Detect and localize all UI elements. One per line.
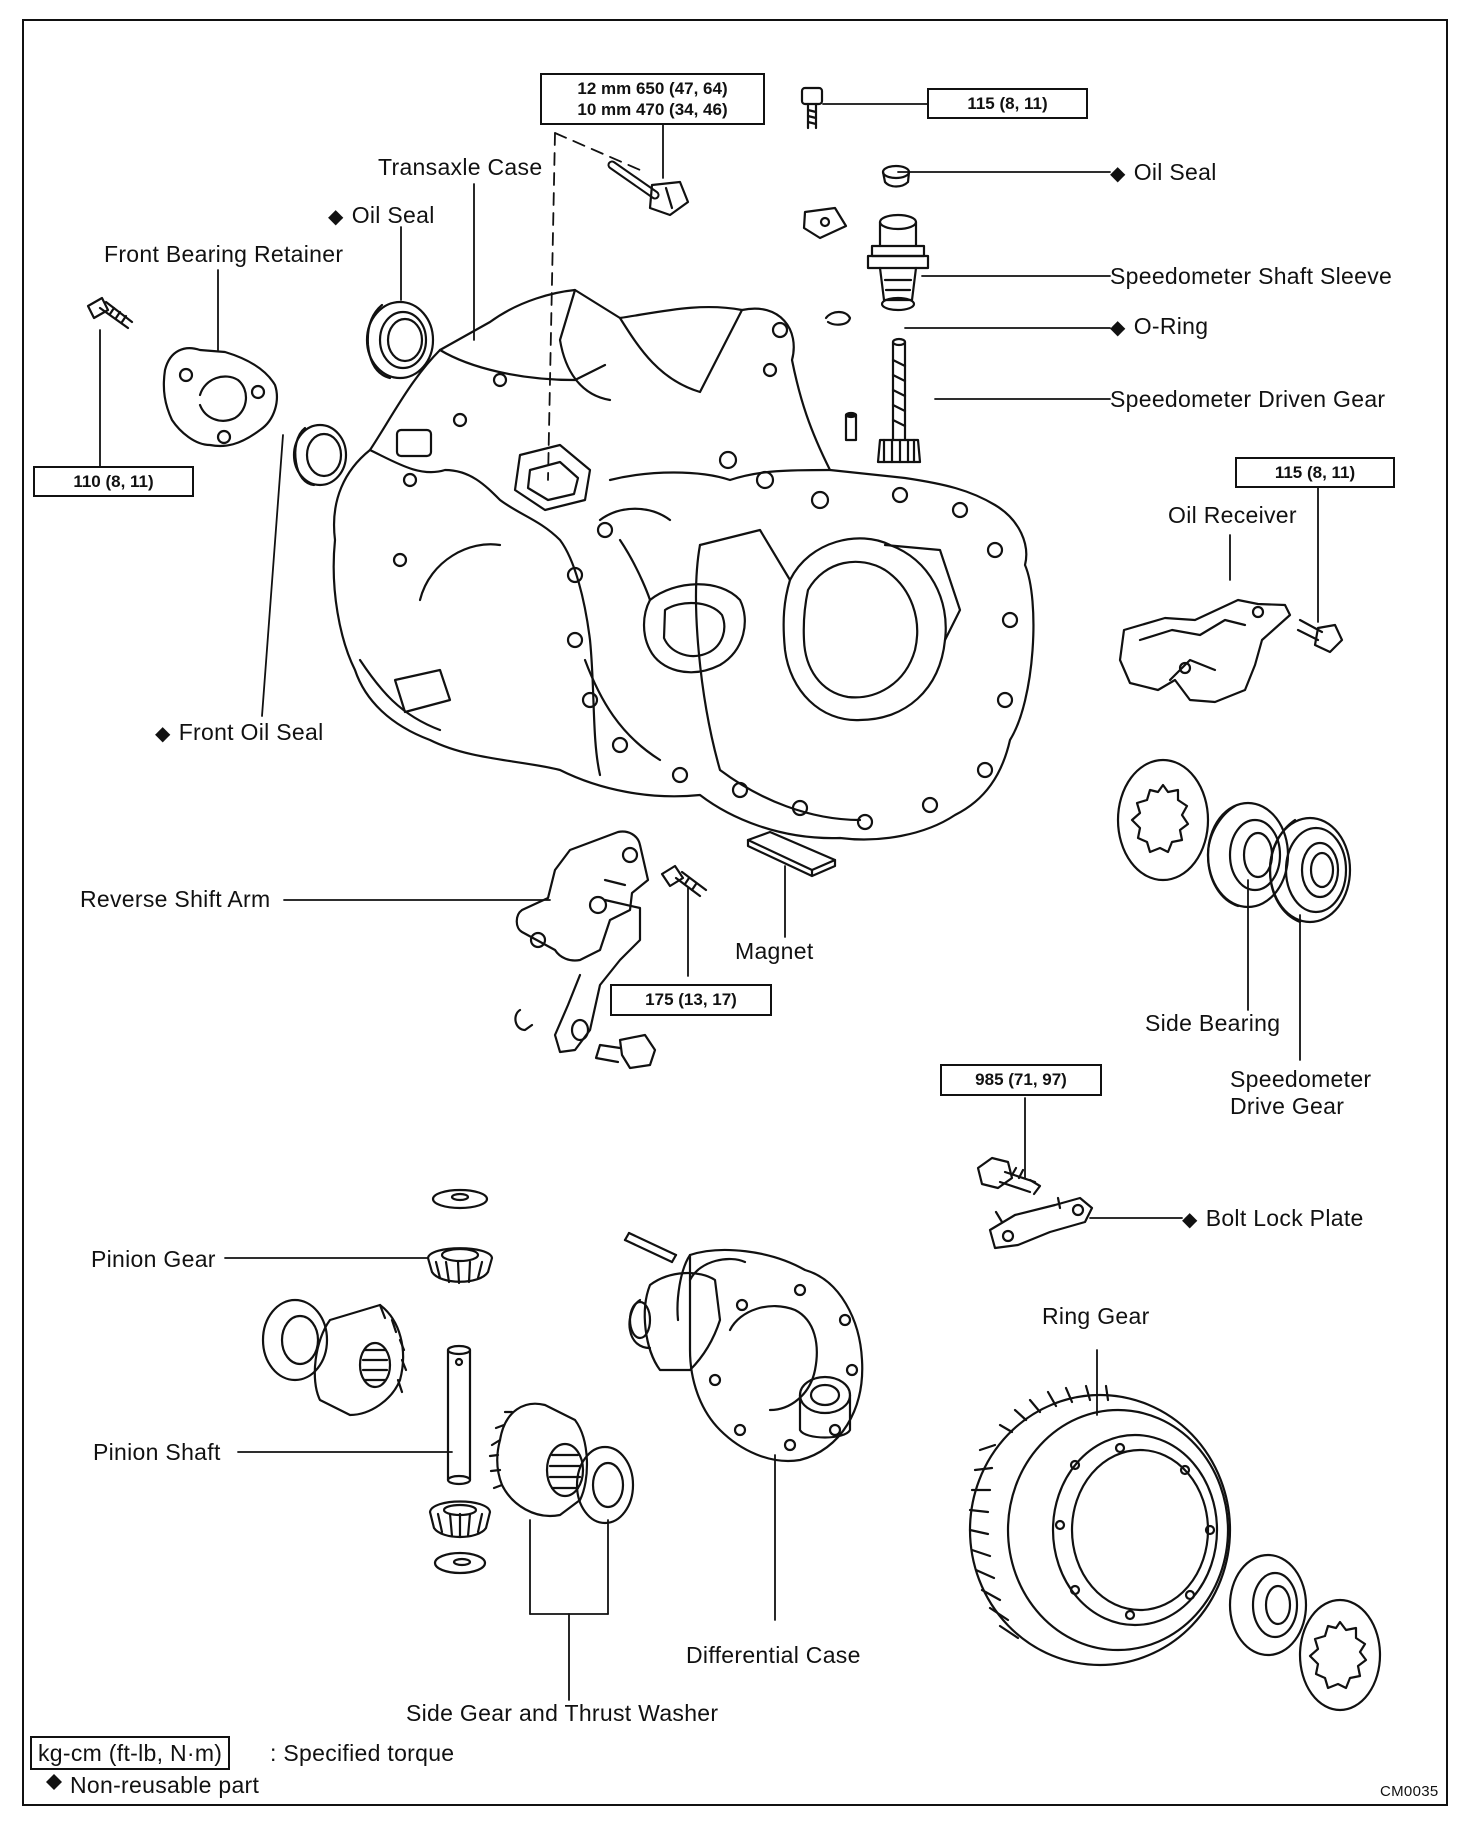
label-front-oil-seal-text: Front Oil Seal (178, 719, 324, 745)
speedo-shaft-sleeve (866, 213, 930, 312)
differential-pin (623, 1231, 678, 1264)
pinion-shaft (446, 1344, 472, 1486)
label-speedometer-drive-gear: Speedometer Drive Gear (1230, 1066, 1371, 1120)
pinion-washer-top (431, 1188, 489, 1210)
torque-case-10mm: 10 mm 470 (34, 46) (577, 100, 728, 119)
pinion-gear-bottom (428, 1500, 492, 1539)
label-reverse-shift-arm: Reverse Shift Arm (80, 886, 271, 912)
bolt-lock-plate (988, 1196, 1094, 1250)
legend-nonreusable-desc: Non-reusable part (70, 1772, 260, 1798)
side-gear-left (313, 1303, 408, 1417)
figure-frame (22, 19, 1448, 1806)
reverse-shift-arm (515, 830, 650, 1054)
speedo-oil-seal (881, 164, 911, 188)
ring-gear (968, 1384, 1232, 1667)
shift-arm-bolt (660, 864, 708, 898)
label-bolt-lock-plate-text: Bolt Lock Plate (1205, 1205, 1364, 1231)
label-oil-seal-left-text: Oil Seal (351, 202, 435, 228)
torque-top-bolt-value: 115 (8, 11) (967, 94, 1048, 113)
e-clip (514, 1008, 534, 1032)
torque-box-oil-receiver-bolt: 115 (8, 11) (1235, 457, 1395, 488)
label-speedometer-driven-gear: Speedometer Driven Gear (1110, 386, 1386, 412)
figure-code: CM0035 (1380, 1783, 1439, 1800)
label-speedometer-drive-gear-line1: Speedometer (1230, 1066, 1372, 1092)
label-pinion-shaft: Pinion Shaft (93, 1439, 221, 1465)
oil-receiver (1118, 598, 1292, 704)
dowel-pin (844, 411, 858, 442)
ring-gear-side-bearing (1228, 1553, 1308, 1657)
nonreusable-diamond-icon: ◆ (328, 206, 344, 228)
torque-retainer-bolt-value: 110 (8, 11) (73, 472, 154, 491)
legend-torque-desc: : Specified torque (270, 1740, 455, 1766)
speedo-lock-plate (802, 206, 848, 240)
torque-box-case-bolts: 12 mm 650 (47, 64) 10 mm 470 (34, 46) (540, 73, 765, 125)
label-speedometer-drive-gear-line2: Drive Gear (1230, 1093, 1345, 1119)
nonreusable-diamond-icon: ◆ (1110, 163, 1126, 185)
legend-diamond-icon (46, 1774, 62, 1790)
side-gear-right (488, 1402, 588, 1518)
retainer-bolt (86, 296, 134, 330)
label-oil-seal-right-text: Oil Seal (1133, 159, 1217, 185)
top-small-bolt (800, 86, 824, 130)
label-front-oil-seal: ◆ Front Oil Seal (155, 719, 324, 748)
label-o-ring-text: O-Ring (1133, 313, 1209, 339)
transaxle-case (332, 288, 1035, 841)
top-case-bolt (607, 160, 690, 217)
shift-arm-pivot (594, 1033, 657, 1070)
label-bolt-lock-plate: ◆ Bolt Lock Plate (1182, 1205, 1364, 1234)
ring-gear-shim (1298, 1598, 1382, 1712)
label-magnet: Magnet (735, 938, 814, 964)
oil-receiver-bolt (1296, 618, 1344, 654)
torque-oil-receiver-bolt-value: 115 (8, 11) (1274, 463, 1356, 482)
pinion-gear-top (426, 1247, 494, 1285)
label-speedometer-shaft-sleeve: Speedometer Shaft Sleeve (1110, 263, 1393, 289)
front-oil-seal (292, 423, 348, 487)
side-gear-left-washer (261, 1298, 329, 1382)
label-differential-case: Differential Case (686, 1642, 861, 1668)
torque-case-12mm: 12 mm 650 (47, 64) (577, 79, 728, 98)
nonreusable-diamond-icon: ◆ (1182, 1209, 1198, 1231)
nonreusable-diamond-icon: ◆ (155, 723, 171, 745)
torque-box-top-bolt: 115 (8, 11) (927, 88, 1088, 119)
torque-ring-gear-bolt-value: 985 (71, 97) (975, 1070, 1067, 1089)
label-ring-gear: Ring Gear (1042, 1303, 1150, 1329)
pinion-washer-bottom (433, 1551, 487, 1575)
label-side-bearing: Side Bearing (1145, 1010, 1281, 1036)
magnet (746, 830, 837, 878)
torque-box-ring-gear-bolt: 985 (71, 97) (940, 1064, 1102, 1096)
snap-ring (824, 310, 852, 326)
label-side-gear-thrust-washer: Side Gear and Thrust Washer (406, 1700, 719, 1726)
label-transaxle-case: Transaxle Case (378, 154, 543, 180)
leader-lines (99, 103, 1319, 1701)
label-pinion-gear: Pinion Gear (91, 1246, 216, 1272)
differential-case (628, 1248, 864, 1463)
oil-seal-left (365, 300, 435, 380)
label-oil-seal-left: ◆ Oil Seal (328, 202, 435, 231)
speedo-driven-gear (876, 337, 922, 464)
label-o-ring: ◆ O-Ring (1110, 313, 1208, 342)
torque-box-retainer-bolt: 110 (8, 11) (33, 466, 194, 497)
label-oil-seal-right: ◆ Oil Seal (1110, 159, 1217, 188)
legend-torque-box: kg-cm (ft-lb, N·m) (30, 1736, 231, 1770)
side-gear-right-washer (575, 1445, 635, 1525)
front-bearing-retainer (162, 347, 278, 448)
torque-box-shift-arm-bolt: 175 (13, 17) (610, 984, 772, 1016)
label-front-bearing-retainer: Front Bearing Retainer (104, 241, 344, 267)
torque-shift-arm-bolt-value: 175 (13, 17) (645, 990, 737, 1009)
nonreusable-diamond-icon: ◆ (1110, 317, 1126, 339)
speedometer-drive-gear (1268, 816, 1352, 924)
thrust-shim (1116, 758, 1210, 882)
ring-gear-bolt (976, 1156, 1042, 1196)
label-oil-receiver: Oil Receiver (1168, 502, 1297, 528)
